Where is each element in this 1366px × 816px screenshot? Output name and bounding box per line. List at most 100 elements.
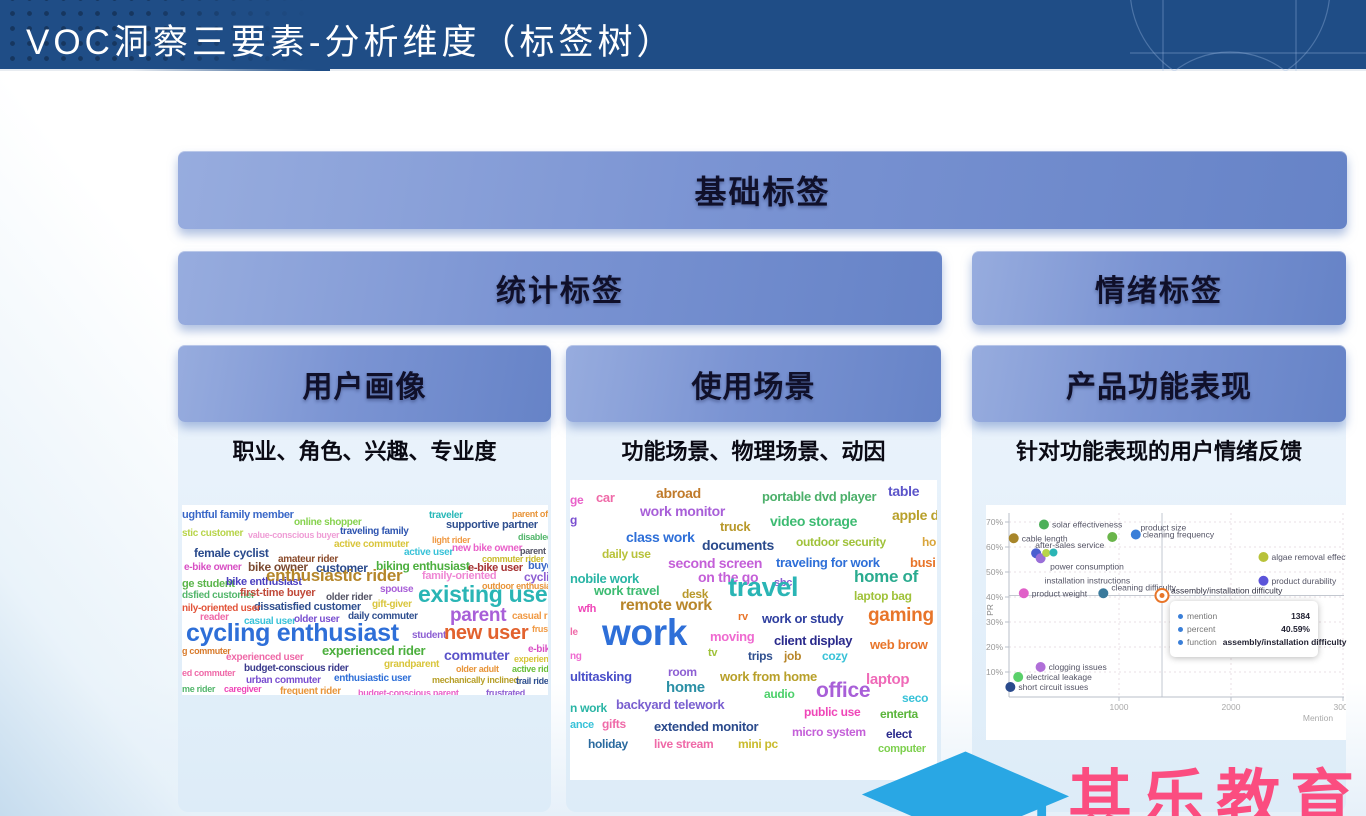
- wordcloud-word: work monitor: [640, 503, 726, 519]
- wordcloud-word: active rider: [512, 664, 548, 674]
- wordcloud-word: office: [816, 679, 871, 702]
- wordcloud-word: moving: [710, 629, 755, 644]
- x-tick-label: 2000: [1222, 702, 1241, 712]
- x-axis-title: Mention: [1303, 713, 1334, 723]
- y-tick-label: 30%: [986, 617, 1003, 627]
- wordcloud-word: buyer: [528, 560, 548, 572]
- tooltip-row: mention 1384: [1178, 611, 1310, 621]
- chart-tooltip: mention 1384 percent 40.59% function ass…: [1170, 601, 1347, 657]
- scatter-point[interactable]: [1049, 548, 1058, 557]
- wordcloud-word: e-bike: [528, 644, 548, 655]
- wordcloud-word: traveling for work: [776, 555, 880, 570]
- wordcloud-word: apple d: [892, 507, 937, 523]
- wordcloud-word: daily use: [602, 547, 651, 561]
- wordcloud-word: ughtful family member: [182, 509, 294, 521]
- wordcloud-word: gift-giver: [372, 599, 412, 610]
- wordcloud-word: enthusiastic user: [334, 673, 412, 684]
- scatter-point[interactable]: [1258, 575, 1269, 586]
- wordcloud-word: light rider: [432, 535, 471, 545]
- wordcloud-word: online shopper: [294, 517, 362, 528]
- wordcloud-word: trips: [748, 649, 773, 663]
- subtitle-user-profile: 职业、角色、兴趣、专业度: [232, 439, 497, 464]
- wordcloud-word: table: [888, 483, 920, 499]
- scatter-point-label: clogging issues: [1049, 662, 1107, 672]
- wordcloud-word: commuter: [444, 647, 510, 663]
- dots-fade-decoration: [0, 0, 330, 71]
- scatter-point[interactable]: [1107, 532, 1118, 542]
- scatter-point[interactable]: [1098, 588, 1109, 599]
- wordcloud-word: client display: [774, 633, 853, 648]
- y-tick-label: 50%: [986, 567, 1003, 577]
- scatter-point[interactable]: [1035, 662, 1046, 672]
- wordcloud-word: dissatisfied customer: [254, 601, 361, 613]
- scatter-point[interactable]: [1042, 549, 1051, 557]
- wordcloud-word: older adult: [456, 664, 499, 674]
- wordcloud-word: video storage: [770, 513, 858, 529]
- tooltip-bullet-icon: [1178, 639, 1183, 645]
- wordcloud-word: older user: [294, 614, 340, 625]
- x-tick-label: 3000: [1334, 702, 1346, 712]
- wordcloud-word: live stream: [654, 737, 714, 751]
- wordcloud-word: home of: [854, 567, 919, 586]
- node-emotion-label: 情绪标签: [972, 251, 1346, 325]
- node-stats-label: 统计标签: [178, 251, 942, 325]
- wordcloud-word: enterta: [880, 707, 918, 721]
- wordcloud-word: amateur rider: [278, 554, 339, 565]
- wordcloud-word: budget-conscious rider: [244, 663, 349, 674]
- tooltip-row: percent 40.59%: [1178, 624, 1310, 634]
- wordcloud-word: existing user: [418, 581, 548, 607]
- wordcloud-word: ance: [570, 719, 594, 731]
- scatter-point[interactable]: [1035, 553, 1046, 564]
- wordcloud-word: busi: [910, 555, 936, 570]
- scatter-chart-svg: 10%20%30%40%50%60%70%100020003000PRMenti…: [985, 513, 1366, 723]
- y-tick-label: 20%: [986, 642, 1003, 652]
- wordcloud-word: active commuter: [334, 539, 409, 550]
- scatter-chart[interactable]: 10%20%30%40%50%60%70%100020003000PRMenti…: [985, 505, 1366, 740]
- scatter-point[interactable]: [1013, 672, 1024, 682]
- wordcloud-word: outdoor enthusias: [482, 581, 548, 591]
- wordcloud-word: disabled us: [518, 532, 548, 542]
- wordcloud-word: trail rider: [516, 676, 548, 686]
- wordcloud-word: work or study: [762, 611, 844, 626]
- wordcloud-word: parent of teen: [512, 509, 548, 519]
- tooltip-row-value: 40.59%: [1281, 624, 1310, 634]
- tooltip-row-value: 1384: [1291, 611, 1310, 621]
- wordcloud-word: web brow: [870, 637, 928, 652]
- wordcloud-word: ho: [922, 535, 937, 549]
- wordcloud-word: job: [784, 649, 802, 663]
- wordcloud-word: gaming: [868, 605, 934, 626]
- wordcloud-word: frequent rider: [280, 686, 341, 696]
- wordcloud-word: me rider: [182, 684, 216, 694]
- scatter-point[interactable]: [1130, 529, 1141, 540]
- watermark-logo: 其乐教育 www.76edu.com: [856, 735, 1366, 816]
- wordcloud-word: bike enthusiast: [226, 576, 302, 588]
- wordcloud-word: nobile work: [570, 571, 639, 586]
- subtitle-usage-scene: 功能场景、物理场景、动因: [621, 439, 886, 464]
- node-base-label-text: 基础标签: [694, 174, 831, 210]
- wordcloud-word: cyclist: [524, 570, 548, 584]
- scatter-point[interactable]: [1008, 533, 1019, 544]
- y-tick-label: 10%: [986, 667, 1003, 677]
- scatter-point[interactable]: [1258, 552, 1269, 562]
- scatter-point[interactable]: [1005, 682, 1016, 692]
- wordcloud-word: experienced rider: [322, 643, 426, 658]
- wordcloud-word: new bike owner: [452, 543, 523, 554]
- wordcloud-word: experienced: [514, 654, 548, 664]
- wordcloud-word: class work: [626, 529, 695, 545]
- wordcloud-word: n work: [570, 701, 607, 715]
- scatter-point[interactable]: [1038, 519, 1049, 530]
- wordcloud-word: active user: [404, 547, 453, 558]
- wordcloud-word: outdoor security: [796, 535, 886, 549]
- wordcloud-word: casual rider: [512, 611, 548, 622]
- highlighted-point[interactable]: [1159, 593, 1165, 599]
- highlighted-point-label: assembly/installation difficulty: [1171, 586, 1283, 596]
- wordcloud-word: elect: [886, 727, 912, 741]
- wordcloud-word: older rider: [326, 592, 373, 603]
- scatter-point[interactable]: [1018, 588, 1029, 599]
- node-user-profile: 用户画像: [178, 345, 551, 422]
- scatter-point-label: algae removal effectiveness: [1271, 552, 1346, 562]
- wordcloud-word: laptop bag: [854, 589, 912, 603]
- arc-decoration: [1130, 0, 1366, 71]
